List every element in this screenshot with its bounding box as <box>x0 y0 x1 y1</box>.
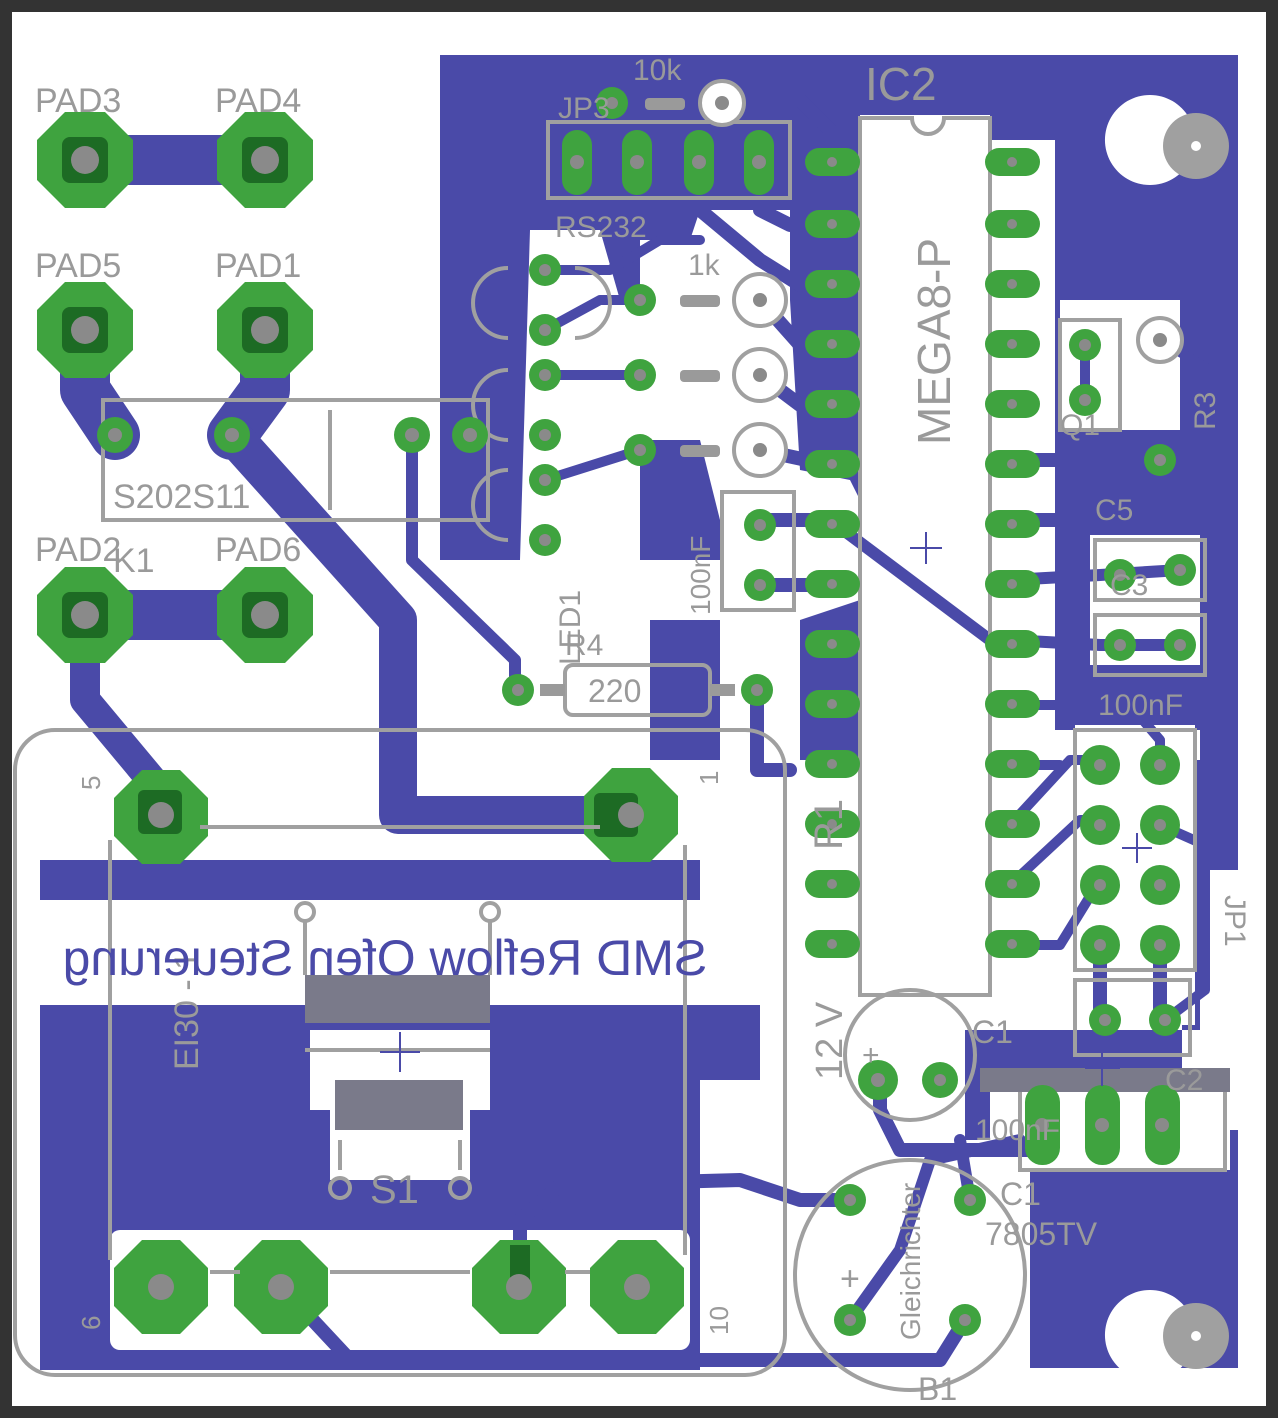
label-c1: C1 <box>972 1014 1013 1050</box>
label-pin10: 10 <box>704 1306 734 1335</box>
label-pin5: 5 <box>76 776 106 790</box>
pad-trafo-9 <box>472 1240 566 1334</box>
label-r4: R4 <box>565 629 603 662</box>
label-q1: Q1 <box>1060 409 1100 442</box>
label-k1: K1 <box>113 542 155 580</box>
pad-pad3 <box>37 112 133 208</box>
label-pad6: PAD6 <box>215 531 301 569</box>
label-r2-value: 10k <box>633 54 682 87</box>
label-pad1: PAD1 <box>215 247 301 285</box>
label-c4-value: 100nF <box>685 536 716 615</box>
label-pad5: PAD5 <box>35 247 121 285</box>
label-b1: B1 <box>918 1371 957 1407</box>
board-title: SMD Reflow Ofen Steuerung <box>63 930 708 986</box>
origin-marks <box>380 532 1152 1086</box>
label-led1: LED1 <box>554 590 587 665</box>
pad-trafo-6 <box>114 1240 208 1334</box>
pad-pad2 <box>37 567 133 663</box>
label-s202s11: S202S11 <box>113 478 250 516</box>
label-bridge: Gleichrichter <box>895 1183 926 1340</box>
pad-pad6 <box>217 567 313 663</box>
label-c2-value: 100nF <box>975 1114 1060 1147</box>
label-pin6: 6 <box>76 1316 106 1330</box>
label-jp3: JP3 <box>558 92 610 125</box>
label-r6-value: 1k <box>688 249 721 282</box>
label-mega: MEGA8-P <box>908 238 960 445</box>
label-plus-b1: + <box>840 1260 860 1298</box>
label-pad4: PAD4 <box>215 82 301 120</box>
label-s1: S1 <box>370 1168 419 1212</box>
silkscreen <box>13 116 1227 1392</box>
label-c2: C2 <box>1165 1064 1203 1097</box>
drill-holes <box>108 96 1186 1326</box>
pad-trafo-5 <box>114 770 208 864</box>
label-ei30: EI30 - 1 <box>168 951 206 1070</box>
label-reg: 7805TV <box>985 1216 1098 1252</box>
label-12v: 12 V <box>809 1001 851 1080</box>
label-r1: R1 <box>807 799 851 850</box>
label-pad2: PAD2 <box>35 531 121 569</box>
silk-labels: PAD3 PAD4 PAD5 PAD1 PAD2 K1 PAD6 S202S11… <box>35 54 1251 1407</box>
label-rs232: RS232 <box>555 211 647 244</box>
label-jp1: JP1 <box>1218 895 1251 947</box>
label-r3: R3 <box>1189 392 1222 430</box>
mounting-holes <box>1163 113 1229 1369</box>
label-c5: C5 <box>1095 494 1133 527</box>
label-c1b: C1 <box>1000 1176 1041 1212</box>
pad-pad1 <box>217 282 313 378</box>
pad-trafo-2 <box>234 1240 328 1334</box>
label-c3: C3 <box>1110 569 1148 602</box>
label-plus-c1: + <box>862 1039 880 1072</box>
black-components <box>305 98 1230 1130</box>
pad-trafo-10 <box>590 1240 684 1334</box>
pad-pad4 <box>217 112 313 208</box>
label-r4-value: 220 <box>588 673 641 709</box>
label-ic2: IC2 <box>865 58 937 110</box>
pad-pad5 <box>37 282 133 378</box>
label-c3-value: 100nF <box>1098 689 1183 722</box>
large-pads <box>37 112 684 1334</box>
label-pad3: PAD3 <box>35 82 121 120</box>
pad-trafo-1 <box>584 768 678 862</box>
label-pin1: 1 <box>694 771 724 785</box>
